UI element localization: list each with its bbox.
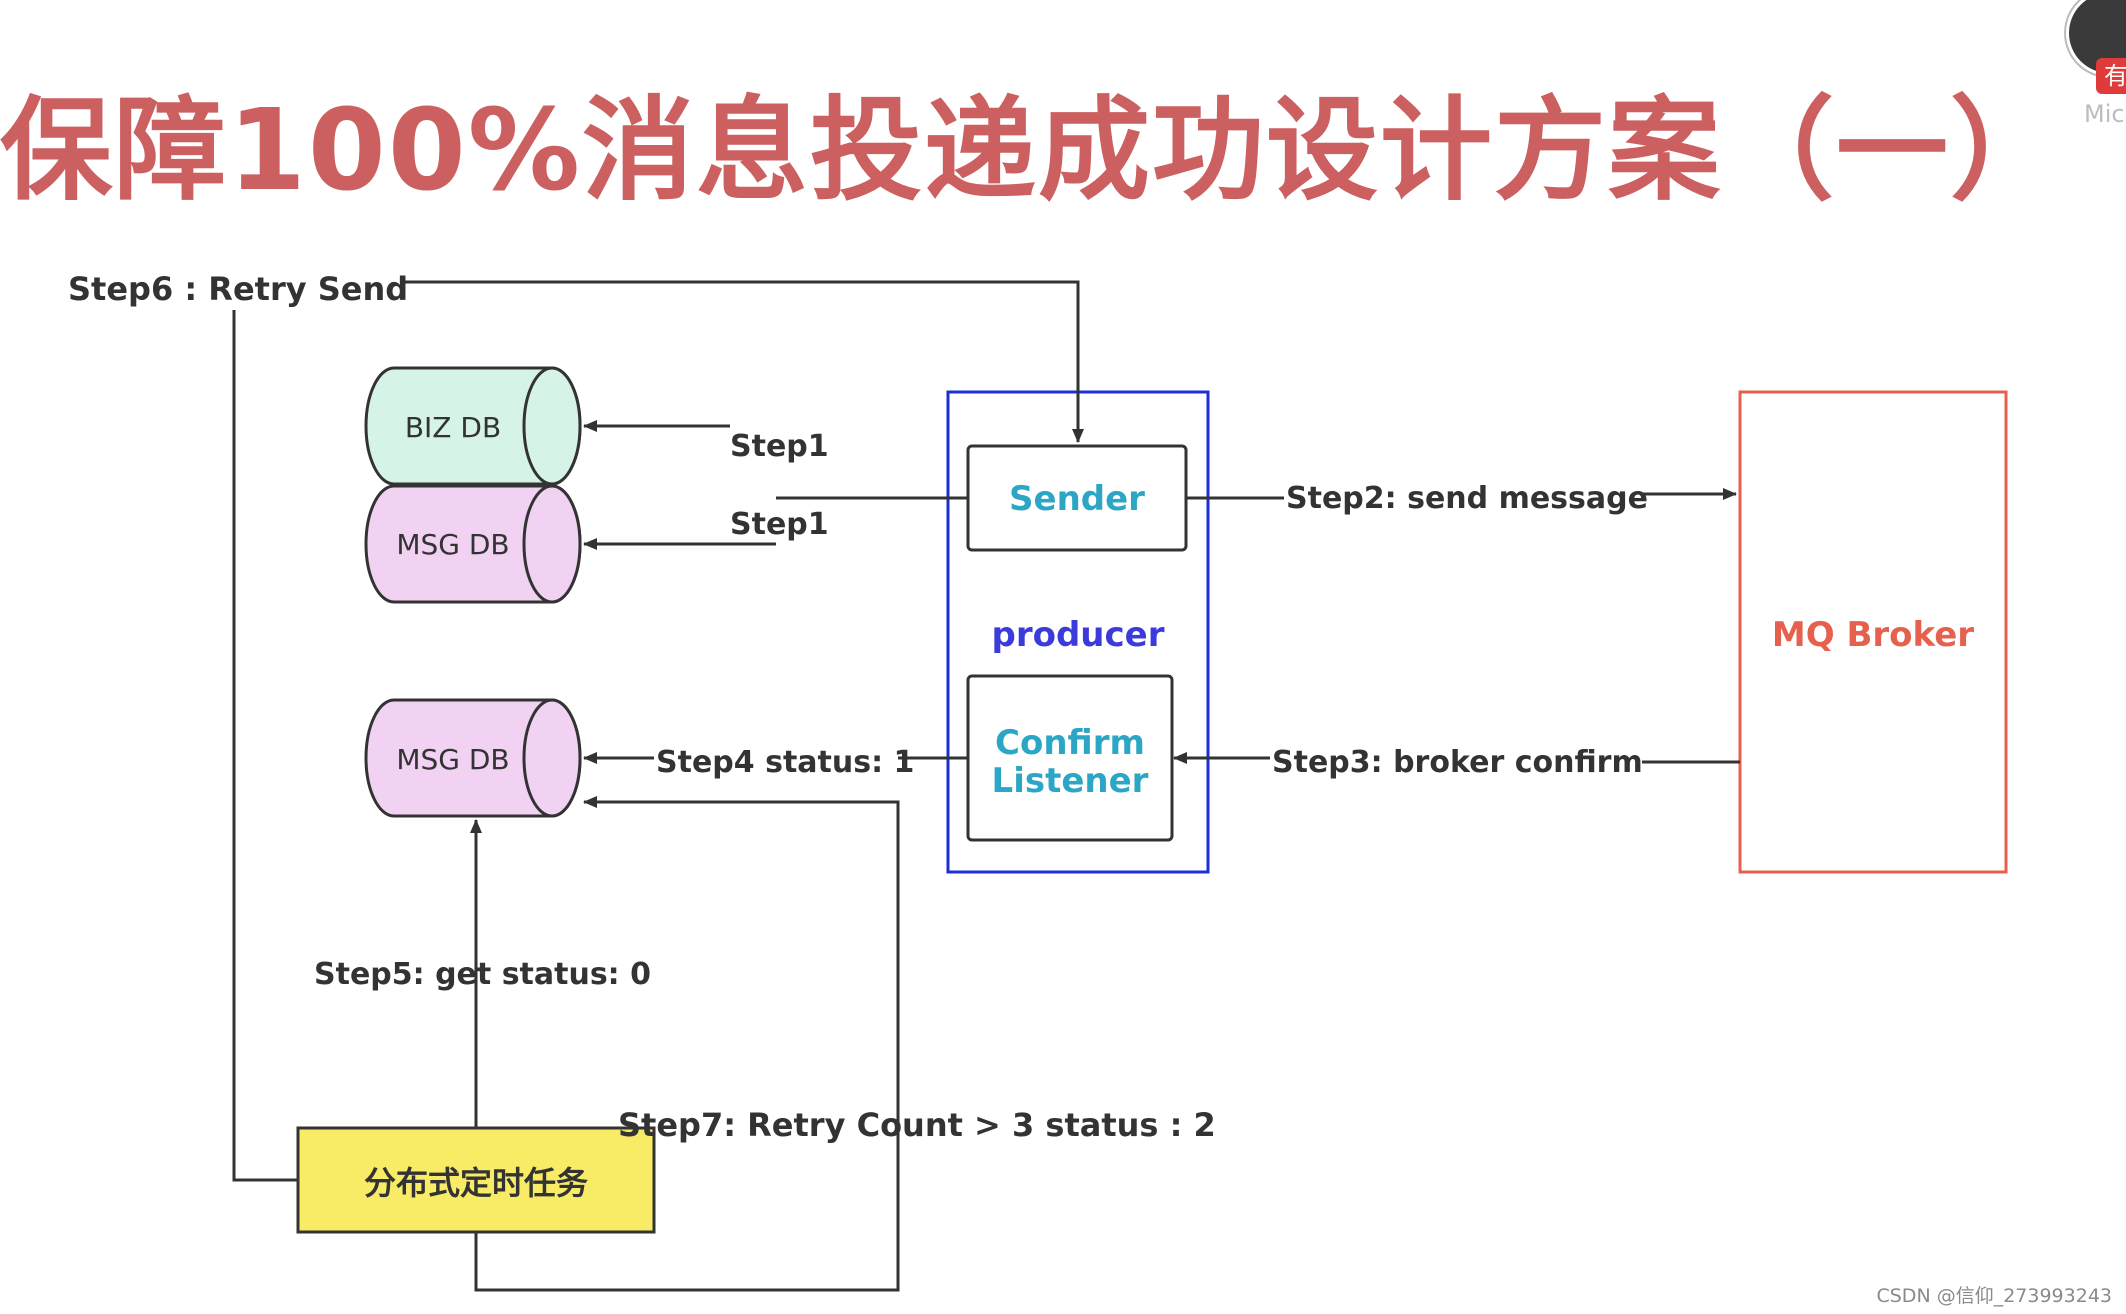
msg-db-bottom-label: MSG DB <box>396 743 509 776</box>
step6-label: Step6 : Retry Send <box>68 270 408 308</box>
scheduler-label: 分布式定时任务 <box>364 1164 588 1202</box>
mq-broker-box <box>1738 390 2008 874</box>
msg-db-top-cylinder <box>364 484 582 604</box>
step7-loop-arrow <box>474 796 900 1292</box>
step6-retry-line <box>232 310 298 1182</box>
step7-label: Step7: Retry Count > 3 status : 2 <box>618 1106 1216 1144</box>
confirm-listener-label-line1: Confirm <box>995 723 1145 763</box>
step4-label: Step4 status: 1 <box>656 745 914 780</box>
watermark: CSDN @信仰_273993243 <box>1876 1285 2112 1307</box>
biz-db-cylinder <box>364 366 582 486</box>
mq-broker-label: MQ Broker <box>1772 615 1974 655</box>
step1-biz-label: Step1 <box>730 429 829 464</box>
producer-label: producer <box>992 615 1165 655</box>
avatar-name: Mic <box>2084 100 2125 128</box>
step1-msg-label: Step1 <box>730 507 829 542</box>
page-title: 保障100%消息投递成功设计方案（一） <box>0 86 2065 216</box>
step5-label: Step5: get status: 0 <box>314 957 651 992</box>
scheduler-box <box>296 1126 656 1234</box>
msg-db-top-label: MSG DB <box>396 528 509 561</box>
confirm-listener-label-line2: Listener <box>992 761 1149 801</box>
sender-label: Sender <box>1009 479 1145 519</box>
step3-label: Step3: broker confirm <box>1272 745 1643 780</box>
step6-retry-arrow <box>400 280 1084 443</box>
avatar-badge: 有 <box>2096 58 2126 94</box>
biz-db-label: BIZ DB <box>405 411 501 444</box>
msg-db-bottom-cylinder <box>364 698 582 818</box>
step2-label: Step2: send message <box>1286 481 1648 516</box>
